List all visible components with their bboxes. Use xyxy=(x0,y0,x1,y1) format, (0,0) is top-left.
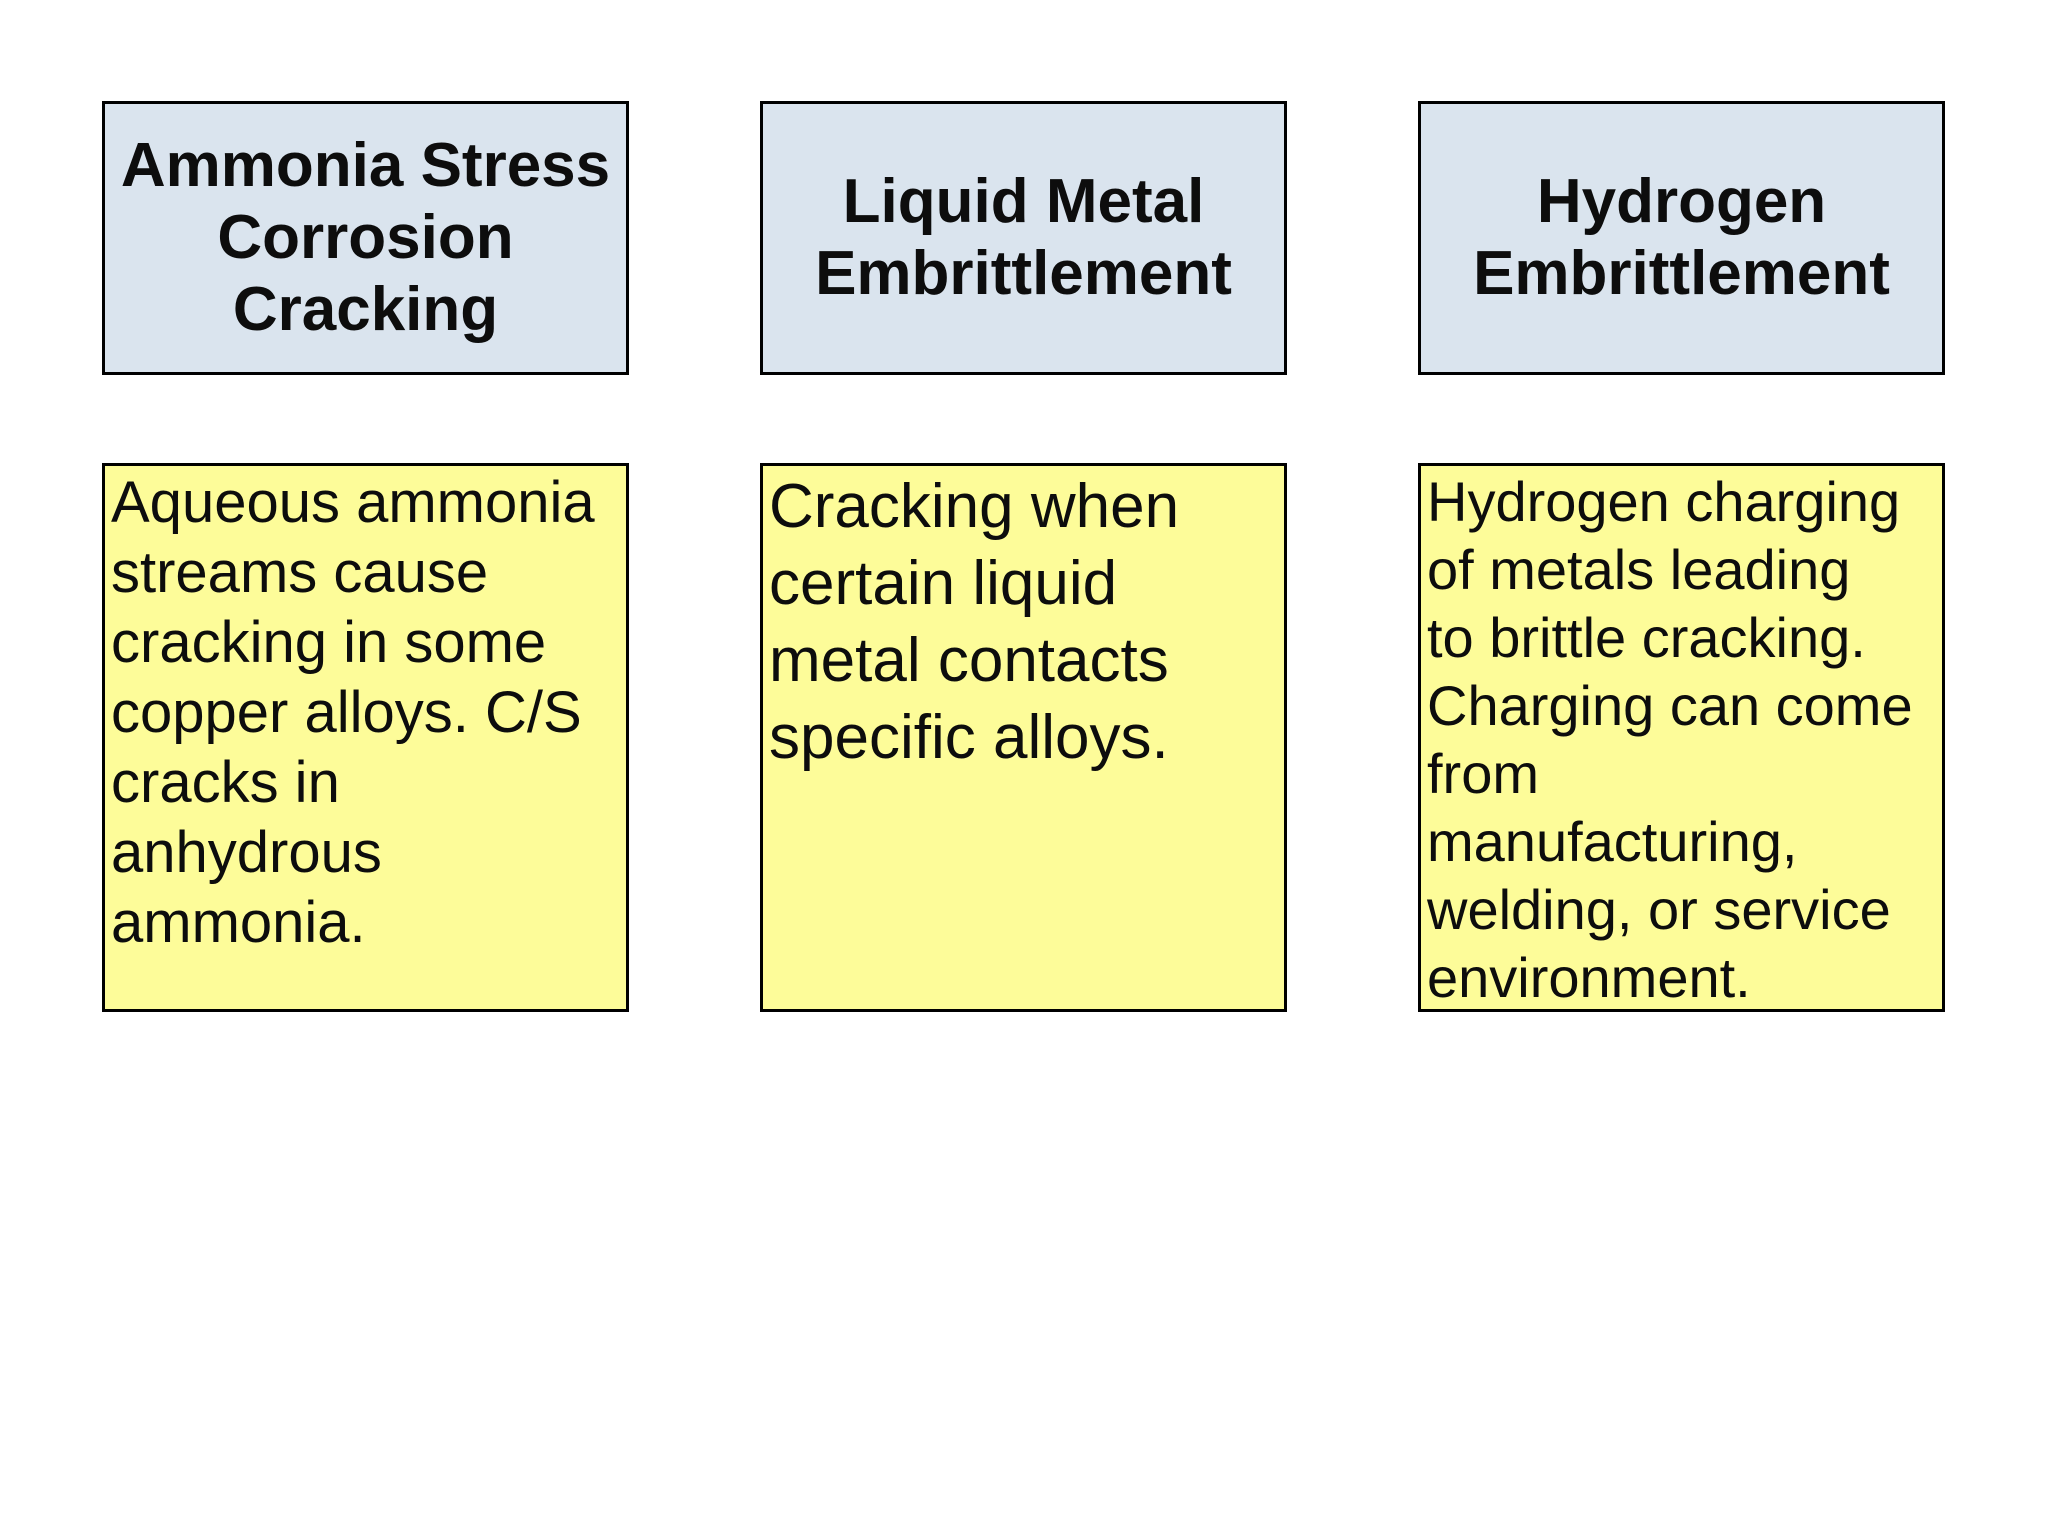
header-box-liquid-metal-embrittlement: Liquid Metal Embrittlement xyxy=(760,101,1287,375)
header-box-hydrogen-embrittlement: Hydrogen Embrittlement xyxy=(1418,101,1945,375)
header-box-ammonia-stress-corrosion-cracking: Ammonia Stress Corrosion Cracking xyxy=(102,101,629,375)
description-box-ammonia-stress-corrosion-cracking: Aqueous ammonia streams cause cracking i… xyxy=(102,463,629,1012)
description-box-liquid-metal-embrittlement: Cracking when certain liquid metal conta… xyxy=(760,463,1287,1012)
description-box-hydrogen-embrittlement: Hydrogen charging of metals leading to b… xyxy=(1418,463,1945,1012)
